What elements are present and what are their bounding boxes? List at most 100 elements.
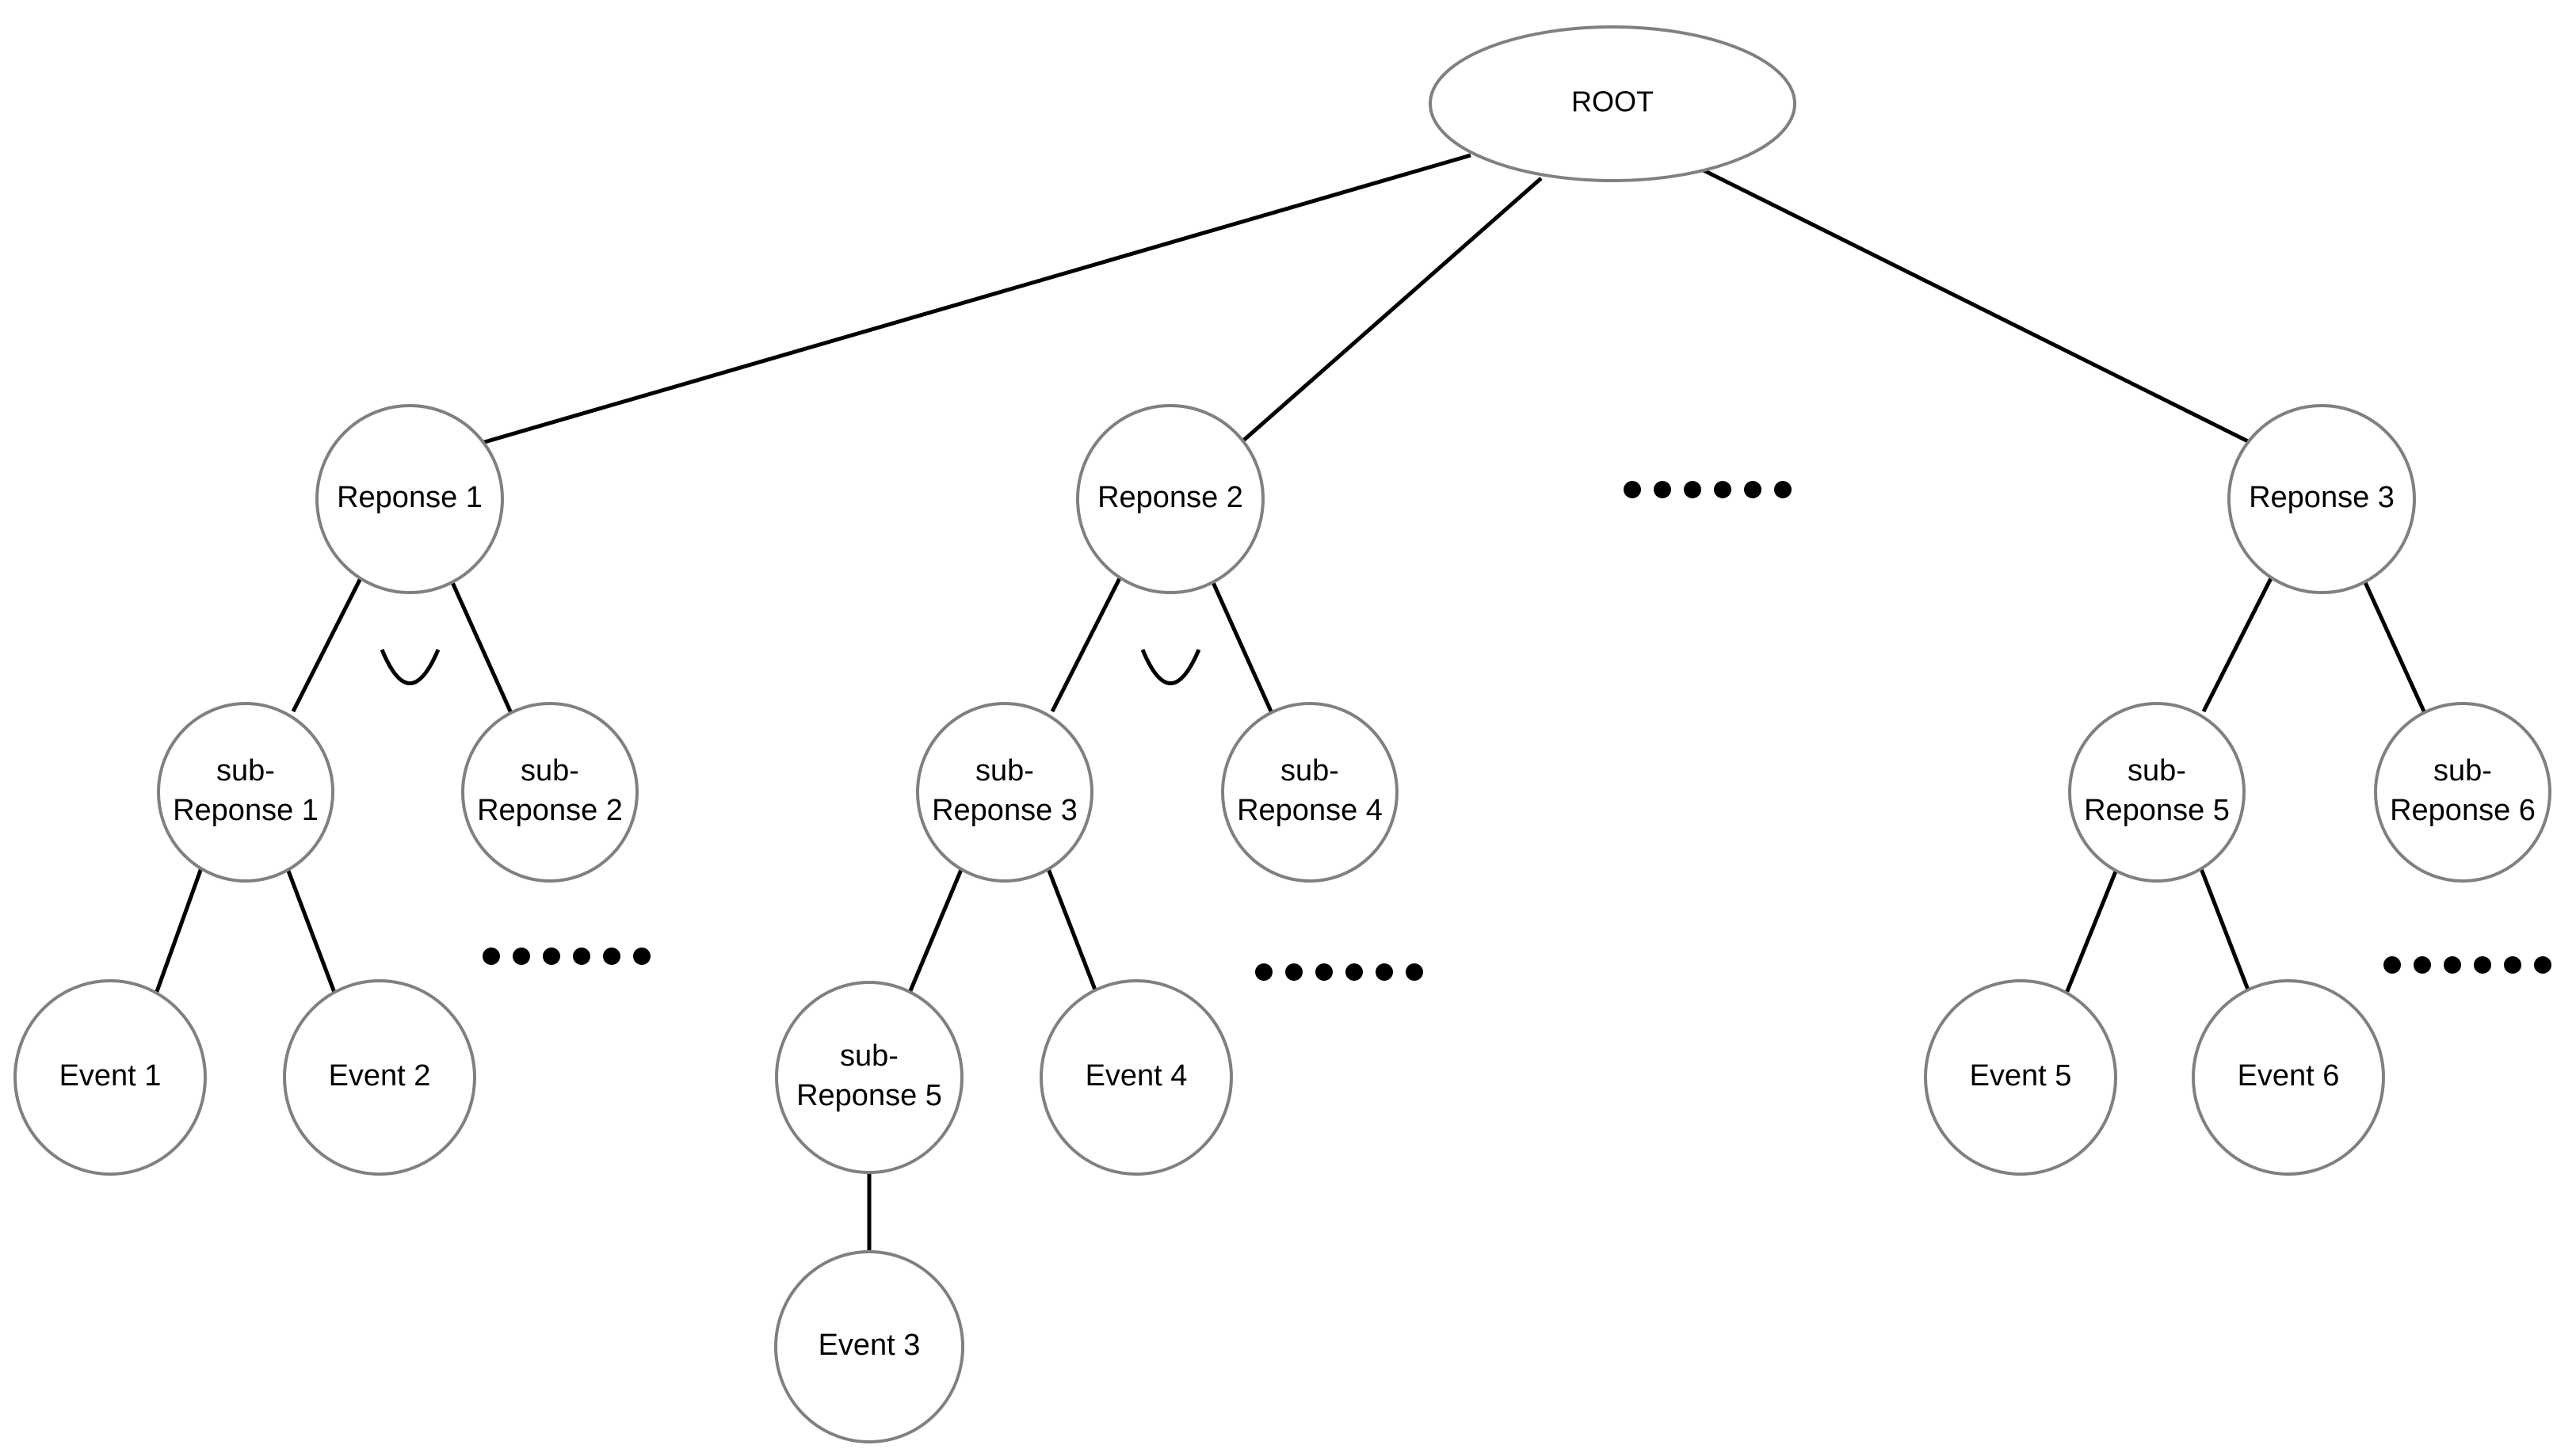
tree-edge: [1702, 168, 2254, 446]
ellipsis-dot: [2534, 956, 2551, 974]
node-label: Reponse 3: [2249, 481, 2395, 514]
tree-node-sr3[interactable]: sub- Reponse 3: [916, 702, 1093, 883]
node-label-line1: sub-: [2433, 754, 2492, 787]
tree-edge: [284, 866, 338, 997]
ellipsis-dot: [2444, 956, 2461, 974]
tree-node-sr5b[interactable]: sub- Reponse 5: [2068, 702, 2246, 883]
node-label: Event 5: [1970, 1059, 2072, 1092]
node-ellipse[interactable]: [1076, 404, 1265, 594]
ellipsis-dot: [633, 948, 651, 965]
edges-layer: [153, 153, 2427, 1250]
tree-edge: [291, 577, 363, 713]
node-label: Reponse 2: [1097, 481, 1243, 514]
ellipsis-dot: [1255, 963, 1273, 981]
node-label: Reponse 1: [337, 481, 483, 514]
tree-node-r2[interactable]: Reponse 2: [1076, 404, 1265, 594]
node-label-line2: Reponse 3: [932, 794, 1078, 827]
ellipsis-dot: [543, 948, 560, 965]
node-ellipse[interactable]: [461, 702, 639, 883]
node-label: Event 3: [819, 1329, 921, 1362]
tree-edge: [1045, 866, 1100, 997]
tree-edge: [2362, 579, 2427, 715]
and-connector-arc: [1140, 649, 1201, 685]
ellipsis-dot: [1654, 481, 1671, 498]
node-ellipse[interactable]: [13, 979, 207, 1176]
ellipsis-dot: [513, 948, 530, 965]
tree-node-e1[interactable]: Event 1: [13, 979, 207, 1176]
tree-edge: [907, 865, 965, 993]
ellipsis-dot: [1684, 481, 1701, 498]
node-label-line1: sub-: [1280, 754, 1339, 787]
node-label-line2: Reponse 6: [2390, 794, 2536, 827]
node-label-line1: sub-: [2128, 754, 2186, 787]
ellipsis-dot: [1345, 963, 1363, 981]
tree-edge: [1210, 579, 1274, 715]
tree-node-sr4[interactable]: sub- Reponse 4: [1221, 702, 1399, 883]
node-label-line1: sub-: [975, 754, 1034, 787]
ellipsis-dot: [1406, 963, 1423, 981]
node-ellipse[interactable]: [1221, 702, 1399, 883]
ellipsis-dot: [1376, 963, 1393, 981]
tree-edge: [1050, 577, 1122, 713]
node-ellipse[interactable]: [916, 702, 1093, 883]
tree-node-r1[interactable]: Reponse 1: [315, 404, 504, 594]
tree-edge: [2063, 867, 2120, 996]
node-label: Event 1: [59, 1059, 162, 1092]
ellipsis-dot: [2414, 956, 2431, 974]
ellipsis-dot: [1714, 481, 1731, 498]
node-label-line1: sub-: [840, 1039, 899, 1073]
ellipsis-dot: [1624, 481, 1641, 498]
tree-node-sr6[interactable]: sub- Reponse 6: [2374, 702, 2551, 883]
tree-edge: [153, 865, 204, 997]
ellipsis-dot: [2383, 956, 2401, 974]
node-label-line1: sub-: [216, 754, 275, 787]
tree-edge: [2201, 577, 2273, 713]
tree-edge: [1241, 177, 1543, 443]
tree-edge: [2198, 866, 2253, 997]
node-ellipse[interactable]: [283, 979, 476, 1176]
ellipsis-dot: [483, 948, 500, 965]
tree-node-e4[interactable]: Event 4: [1040, 979, 1233, 1176]
ellipsis-marker: [483, 948, 651, 965]
tree-edge: [449, 579, 513, 715]
tree-node-sr1[interactable]: sub-Reponse 1: [157, 702, 334, 883]
node-ellipse[interactable]: [774, 1250, 964, 1443]
node-label-line2: Reponse 5: [796, 1079, 942, 1112]
tree-node-sr2[interactable]: sub- Reponse 2: [461, 702, 639, 883]
and-connector-arc: [380, 649, 441, 685]
node-label: Event 2: [329, 1059, 431, 1092]
ellipsis-dot: [2504, 956, 2521, 974]
ellipsis-dot: [1285, 963, 1303, 981]
node-label-line2: Reponse 2: [477, 794, 623, 827]
node-label-line2: Reponse 5: [2084, 794, 2230, 827]
ellipsis-dot: [1315, 963, 1333, 981]
ellipsis-markers-layer: [483, 481, 2551, 981]
tree-node-e2[interactable]: Event 2: [283, 979, 476, 1176]
node-ellipse[interactable]: [775, 981, 964, 1174]
node-label-line1: sub-: [521, 754, 579, 787]
tree-node-e5[interactable]: Event 5: [1924, 979, 2117, 1176]
node-label: Event 4: [1086, 1059, 1188, 1092]
tree-edge: [481, 153, 1471, 445]
node-ellipse[interactable]: [1924, 979, 2117, 1176]
tree-node-e3[interactable]: Event 3: [774, 1250, 964, 1443]
node-label-line2: Reponse 4: [1237, 794, 1383, 827]
node-ellipse[interactable]: [2192, 979, 2385, 1176]
tree-node-sr5m[interactable]: sub- Reponse 5: [775, 981, 964, 1174]
node-ellipse[interactable]: [1040, 979, 1233, 1176]
node-label: ROOT: [1571, 86, 1654, 118]
tree-node-e6[interactable]: Event 6: [2192, 979, 2385, 1176]
node-ellipse[interactable]: [315, 404, 504, 594]
tree-node-r3[interactable]: Reponse 3: [2227, 404, 2416, 594]
node-ellipse[interactable]: [2374, 702, 2551, 883]
node-ellipse[interactable]: [157, 702, 334, 883]
ellipsis-dot: [2474, 956, 2491, 974]
ellipsis-dot: [1744, 481, 1761, 498]
node-ellipse[interactable]: [2068, 702, 2246, 883]
node-ellipse[interactable]: [2227, 404, 2416, 594]
tree-node-root[interactable]: ROOT: [1429, 25, 1796, 182]
node-ellipse[interactable]: [1429, 25, 1796, 182]
